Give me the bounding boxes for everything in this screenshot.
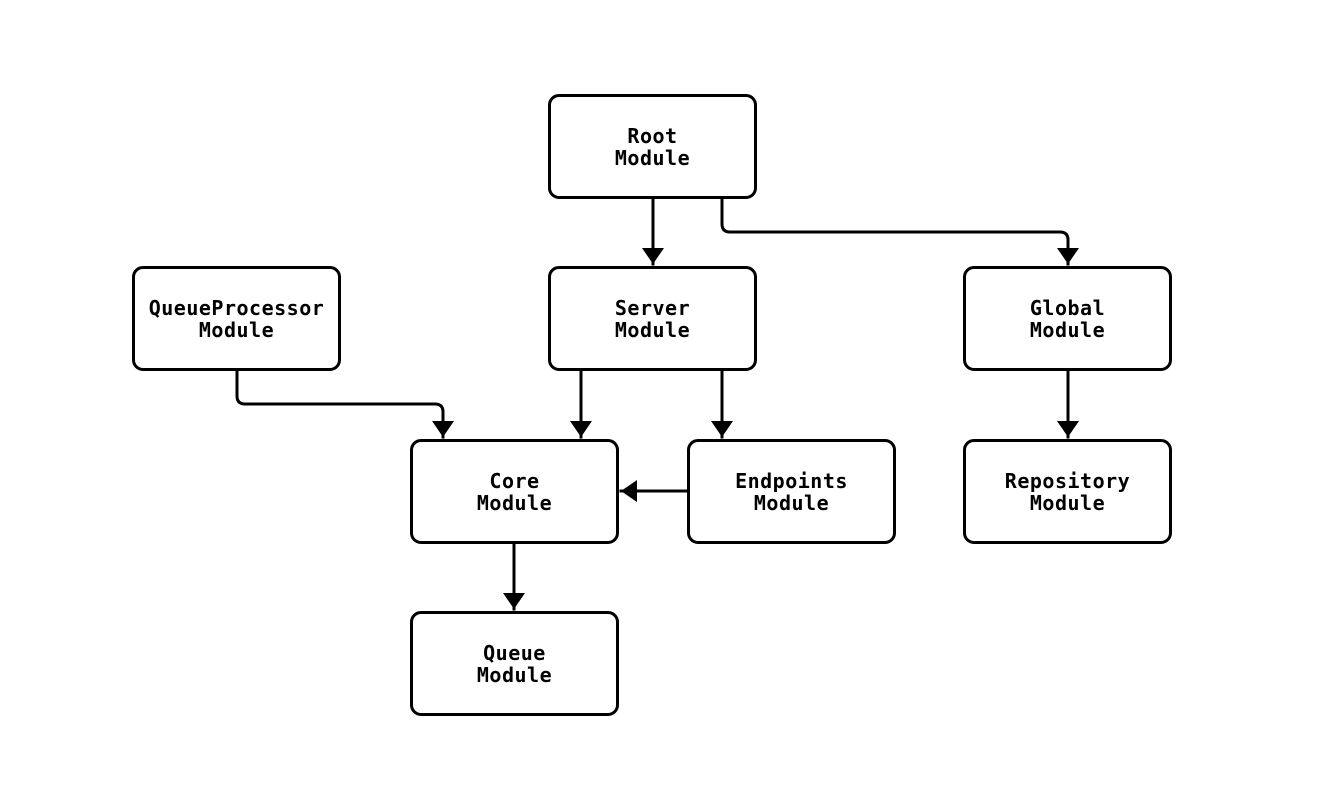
node-queue-module: Queue Module — [410, 611, 619, 716]
node-label-line: Module — [614, 317, 691, 342]
node-endpoints-module: Endpoints Module — [687, 439, 896, 544]
node-label-line: Root — [627, 123, 678, 148]
node-label-line: Module — [1029, 490, 1106, 515]
node-label-line: Server — [614, 295, 691, 320]
node-label-line: Module — [614, 145, 691, 170]
node-label-line: Module — [1029, 317, 1106, 342]
node-label-line: Global — [1029, 295, 1106, 320]
node-root-module: Root Module — [548, 94, 757, 199]
node-label-line: Core — [489, 468, 540, 493]
edge-root-to-global — [720, 196, 1079, 266]
node-repository-module: Repository Module — [963, 439, 1172, 544]
node-label-line: QueueProcessor — [148, 295, 325, 320]
node-label-line: Endpoints — [735, 468, 848, 493]
edge-queueprocessor-to-core — [235, 369, 454, 439]
node-core-module: Core Module — [410, 439, 619, 544]
node-queueprocessor-module: QueueProcessor Module — [132, 266, 341, 371]
node-label-line: Module — [476, 662, 553, 687]
node-label-line: Module — [753, 490, 830, 515]
node-label-line: Repository — [1004, 468, 1131, 493]
node-label-line: Module — [198, 317, 275, 342]
node-label-line: Module — [476, 490, 553, 515]
node-server-module: Server Module — [548, 266, 757, 371]
node-label-line: Queue — [483, 640, 546, 665]
node-global-module: Global Module — [963, 266, 1172, 371]
